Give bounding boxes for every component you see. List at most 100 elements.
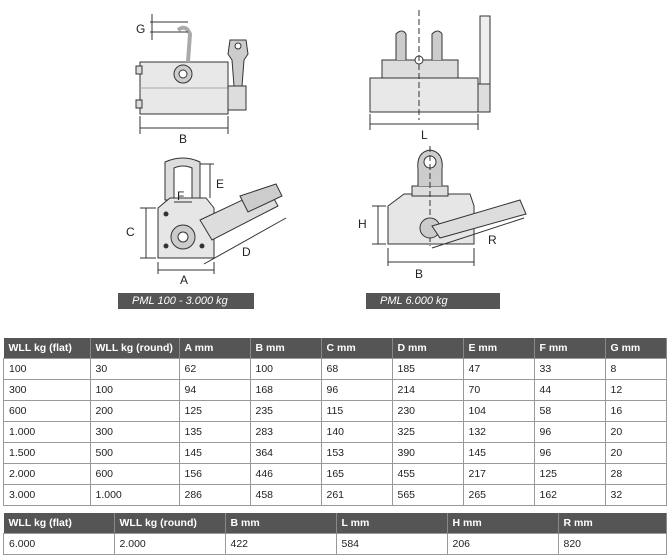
table-header-row: WLL kg (flat) WLL kg (round) B mm L mm H… [3,513,667,534]
table-cell: 390 [391,442,464,464]
table-cell: 96 [533,442,606,464]
table-cell: 44 [533,379,606,401]
label-r: R [488,233,497,247]
pml-large-front-view: L [369,10,491,142]
dimensions-table-pml-small: WLL kg (flat) WLL kg (round) A mm B mm C… [3,338,667,506]
table-cell: 28 [604,463,667,485]
table-cell: 104 [462,400,535,422]
table-header-row: WLL kg (flat) WLL kg (round) A mm B mm C… [3,338,667,359]
table-cell: 200 [89,400,180,422]
table-cell: 100 [89,379,180,401]
table-cell: 145 [462,442,535,464]
col-header: B mm [250,338,322,359]
table-cell: 8 [604,358,667,380]
table-cell: 135 [178,421,251,443]
label-a: A [180,273,188,287]
table-cell: 364 [249,442,322,464]
label-c: C [126,225,135,239]
table-cell: 33 [533,358,606,380]
label-e: E [216,177,224,191]
table-cell: 2.000 [3,463,91,485]
table-cell: 1.000 [89,484,180,506]
table-cell: 3.000 [3,484,91,506]
table-cell: 235 [249,400,322,422]
table-cell: 20 [604,421,667,443]
table-cell: 58 [533,400,606,422]
table-cell: 162 [533,484,606,506]
table-cell: 214 [391,379,464,401]
col-header: WLL kg (round) [114,513,226,534]
col-header: A mm [179,338,251,359]
table-cell: 265 [462,484,535,506]
table-cell: 125 [533,463,606,485]
label-l: L [421,128,428,142]
label-d: D [242,245,251,259]
col-header: D mm [392,338,464,359]
table-cell: 261 [320,484,393,506]
table-cell: 2.000 [113,533,226,555]
table-cell: 165 [320,463,393,485]
col-header: WLL kg (round) [90,338,180,359]
table-cell: 6.000 [3,533,115,555]
pml-small-front-view: E F C D A [126,157,287,287]
label-b-bottom: B [415,267,423,281]
table-cell: 455 [391,463,464,485]
col-header: L mm [336,513,448,534]
col-header: C mm [321,338,393,359]
table-cell: 168 [249,379,322,401]
table-cell: 286 [178,484,251,506]
col-header: WLL kg (flat) [3,513,115,534]
table-cell: 600 [3,400,91,422]
caption-pml-small: PML 100 - 3.000 kg [118,293,254,309]
table-cell: 565 [391,484,464,506]
table-cell: 600 [89,463,180,485]
table-cell: 68 [320,358,393,380]
col-header: F mm [534,338,606,359]
table-cell: 125 [178,400,251,422]
table-cell: 153 [320,442,393,464]
table-cell: 115 [320,400,393,422]
table-cell: 100 [249,358,322,380]
label-h: H [358,217,367,231]
table-cell: 16 [604,400,667,422]
table-cell: 20 [604,442,667,464]
table-cell: 500 [89,442,180,464]
table-cell: 230 [391,400,464,422]
col-header: WLL kg (flat) [3,338,91,359]
col-header: B mm [225,513,337,534]
table-cell: 325 [391,421,464,443]
table-cell: 300 [89,421,180,443]
col-header: G mm [605,338,667,359]
table-cell: 96 [533,421,606,443]
table-cell: 1.000 [3,421,91,443]
pml-side-view: G B [135,14,249,146]
table-cell: 446 [249,463,322,485]
col-header: E mm [463,338,535,359]
table-cell: 62 [178,358,251,380]
table-cell: 145 [178,442,251,464]
table-cell: 47 [462,358,535,380]
table-cell: 12 [604,379,667,401]
table-cell: 1.500 [3,442,91,464]
table-cell: 100 [3,358,91,380]
pml-large-side-view: H R B [358,146,527,281]
caption-pml-large: PML 6.000 kg [366,293,500,309]
table-cell: 30 [89,358,180,380]
table-cell: 217 [462,463,535,485]
table-cell: 156 [178,463,251,485]
label-f: F [177,189,184,203]
technical-drawings: G B L E F [126,10,527,287]
table-cell: 422 [224,533,337,555]
table-cell: 132 [462,421,535,443]
label-b-top: B [179,132,187,146]
table-cell: 185 [391,358,464,380]
table-cell: 140 [320,421,393,443]
